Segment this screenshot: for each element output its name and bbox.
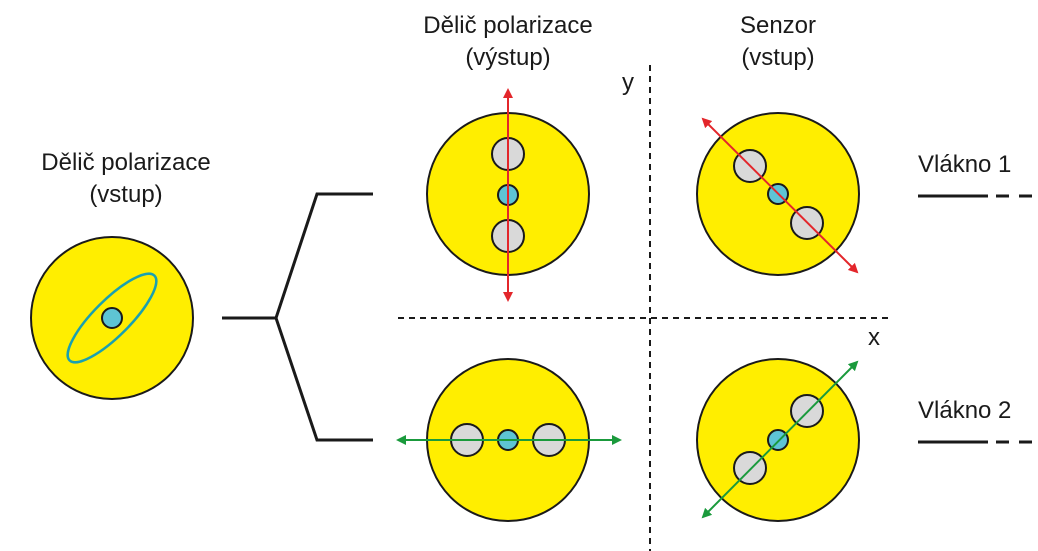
splitter-branch-lines — [274, 192, 373, 442]
sensor-fiber-bottom — [696, 358, 860, 522]
fiber-1-legend: Vlákno 1 — [918, 151, 1038, 198]
output-splitter-title: Dělič polarizace (výstup) — [423, 12, 592, 71]
sensor-input-title-line2: (vstup) — [741, 44, 814, 71]
output-fiber-y — [426, 88, 590, 302]
axis-x-label: x — [868, 324, 880, 351]
fiber-2-label: Vlákno 2 — [918, 397, 1011, 424]
stress-rod-lower-left — [733, 451, 767, 485]
output-splitter-title-line1: Dělič polarizace — [423, 12, 592, 39]
sensor-input-title: Senzor (vstup) — [740, 12, 816, 71]
fiber-1-label: Vlákno 1 — [918, 151, 1011, 178]
sensor-input-title-line1: Senzor — [740, 12, 816, 39]
output-fiber-x — [396, 358, 622, 522]
input-splitter-title-line1: Dělič polarizace — [41, 149, 210, 176]
sensor-bottom-polarization-arrow — [701, 360, 859, 519]
axis-y-label: y — [622, 69, 634, 96]
input-splitter-title-line2: (vstup) — [89, 181, 162, 208]
sensor-fiber-bottom-core — [767, 429, 789, 451]
fiber-2-legend: Vlákno 2 — [918, 397, 1038, 444]
output-splitter-title-line2: (výstup) — [465, 44, 550, 71]
elliptical-polarization — [66, 272, 158, 364]
input-splitter-title: Dělič polarizace (vstup) — [41, 149, 210, 208]
sensor-top-polarization-arrow — [701, 117, 859, 274]
input-fiber-core — [101, 307, 123, 329]
sensor-fiber-top — [696, 112, 860, 276]
input-fiber — [30, 236, 194, 400]
